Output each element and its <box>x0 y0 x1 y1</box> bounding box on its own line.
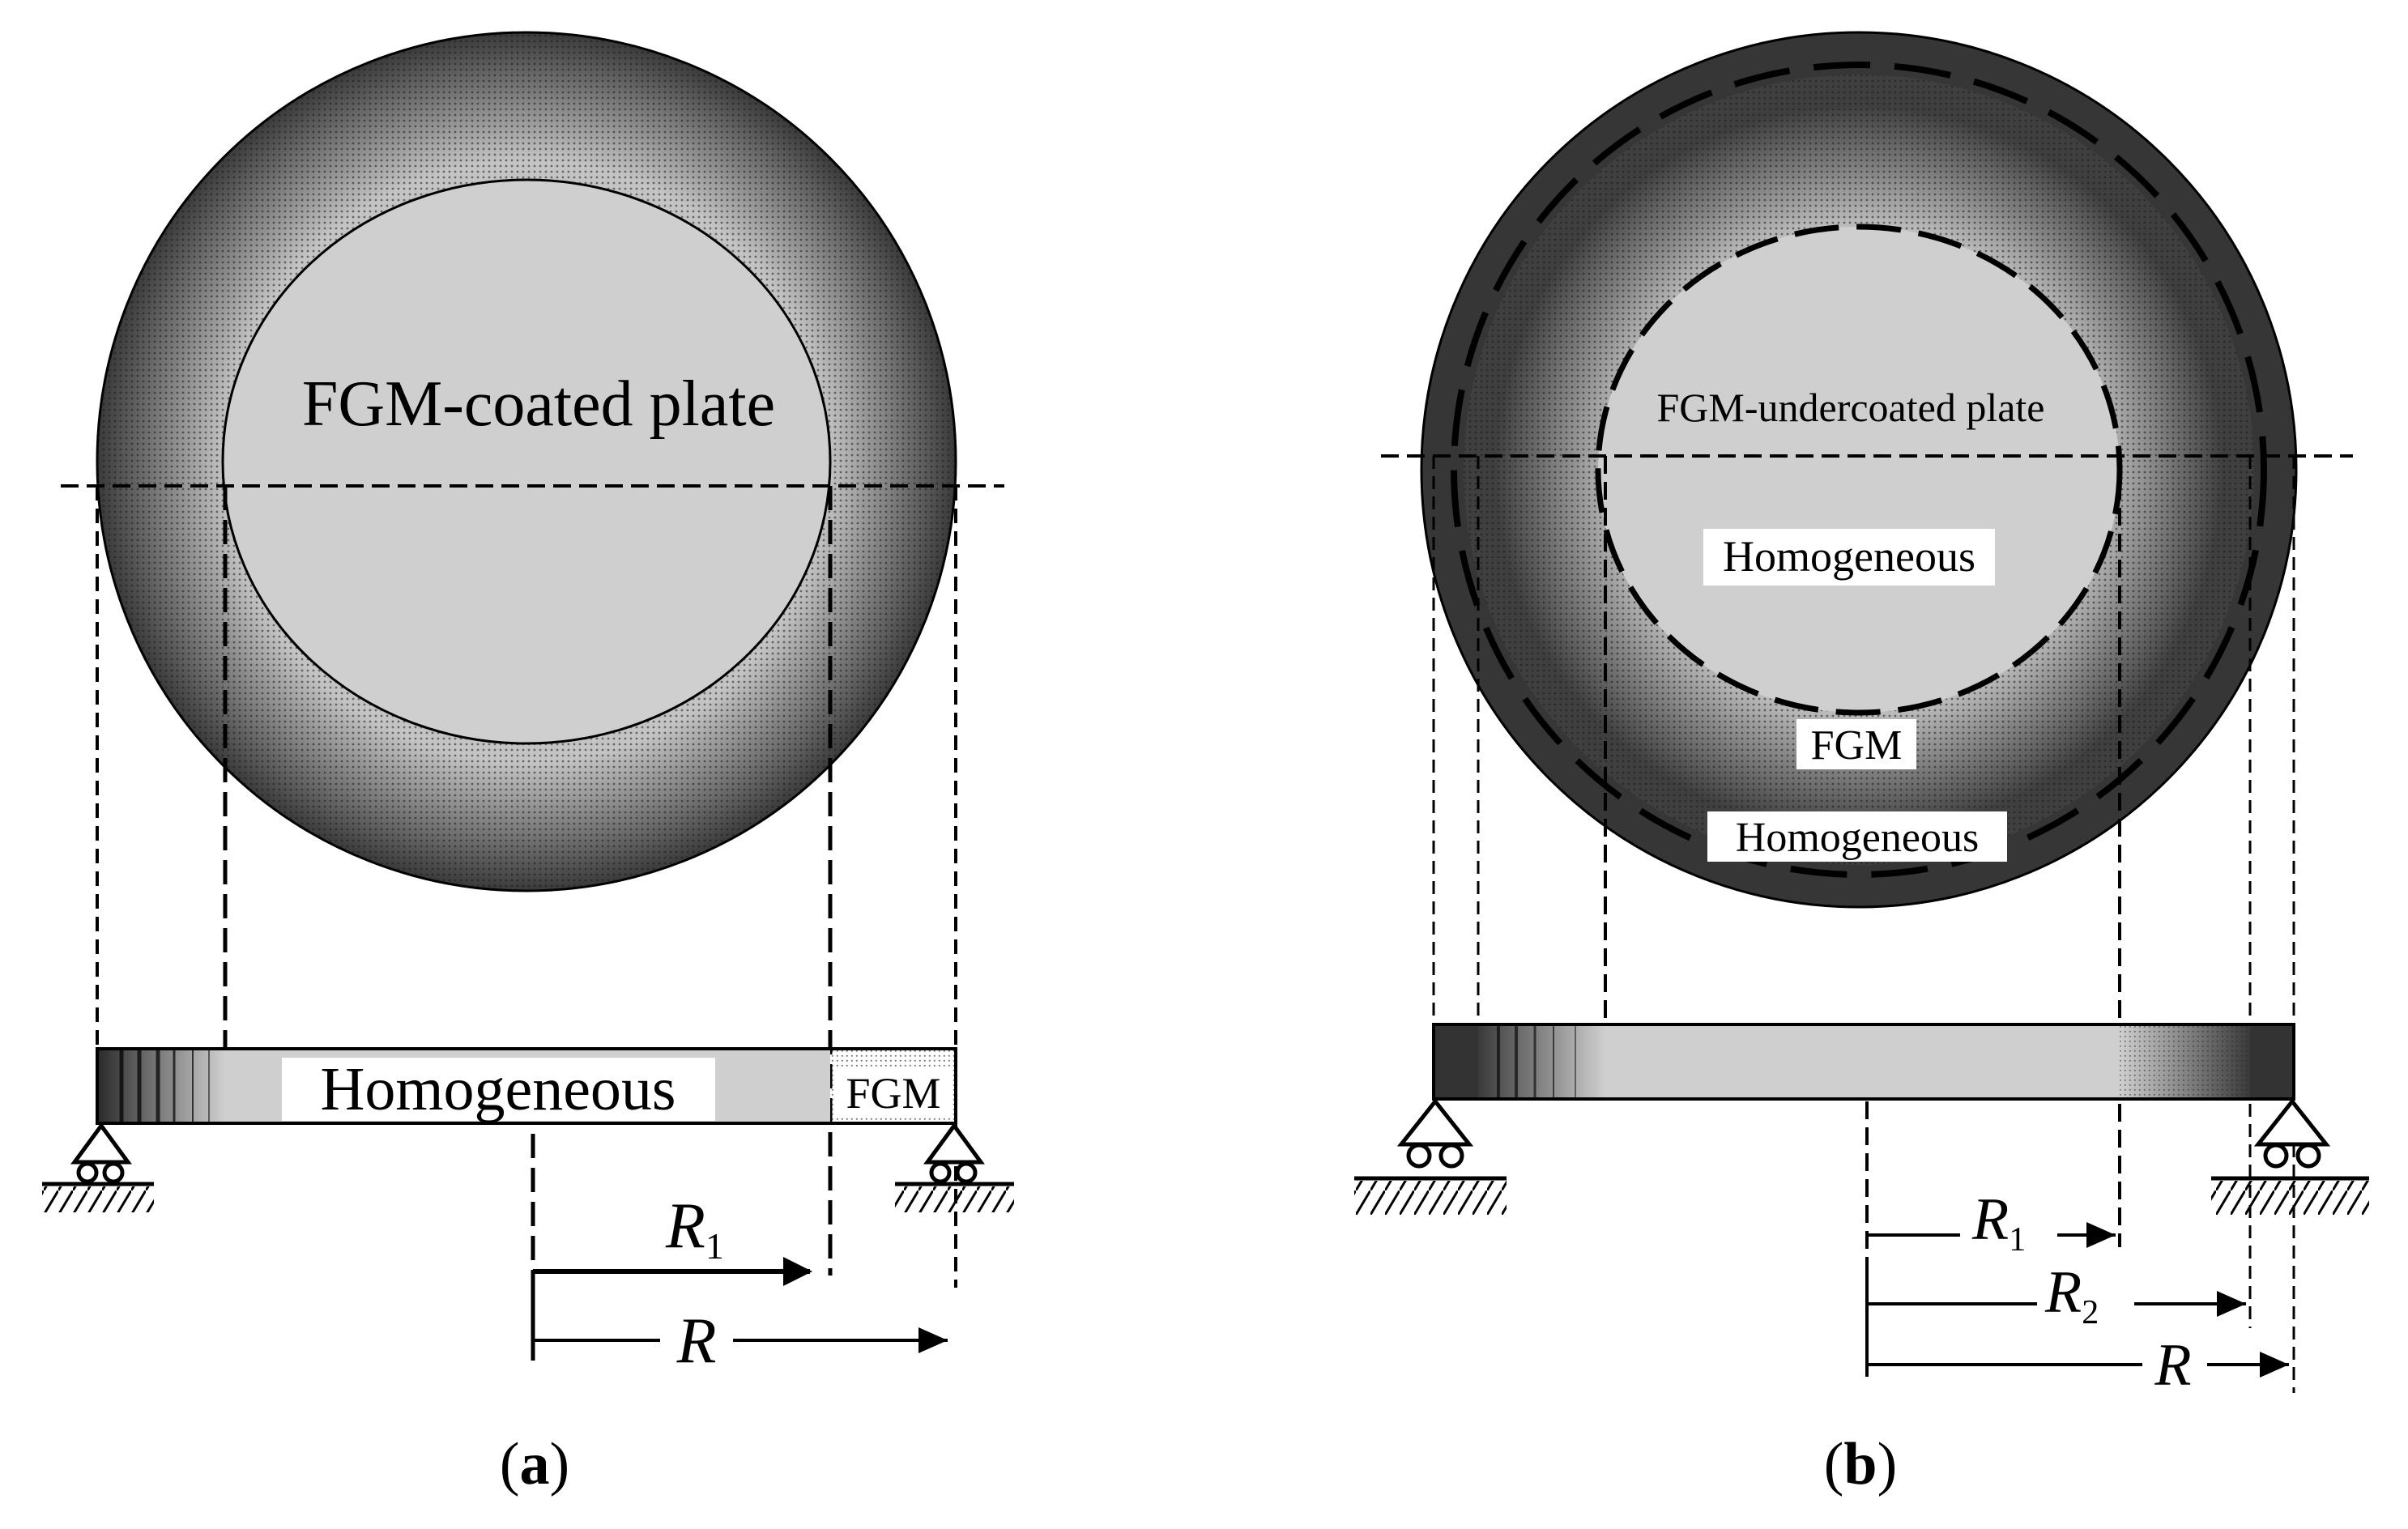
panel-b: FGM-undercoated plate Homogeneous FGM Ho… <box>1354 31 2369 1497</box>
panel-b-homogeneous-outer-label: Homogeneous <box>1736 815 1979 861</box>
panel-b-left-support <box>1354 1097 1507 1215</box>
panel-a-caption: (a) <box>500 1431 569 1497</box>
panel-a-fgm-label: FGM <box>846 1069 940 1118</box>
panel-a-homogeneous-label-bg <box>282 1058 715 1121</box>
panel-a-homogeneous-label: Homogeneous <box>320 1055 676 1123</box>
panel-b-fgm-label-bg <box>1796 719 1916 769</box>
panel-b-homogeneous-inner-label: Homogeneous <box>1723 532 1975 581</box>
panel-b-r2-label: R2 <box>2044 1259 2099 1331</box>
panel-a-r1-label: R1 <box>665 1190 724 1267</box>
panel-a-plate-label: FGM-coated plate <box>302 368 775 440</box>
panel-b-r-label: R <box>2154 1332 2191 1399</box>
panel-b-homogeneous-core <box>1598 227 2120 713</box>
panel-a-fgm-label-bg <box>836 1067 951 1118</box>
panel-b-homogeneous-inner-label-bg <box>1703 529 1995 586</box>
panel-a-left-support <box>42 1122 154 1212</box>
panel-a: FGM-coated plate Homogeneous <box>42 31 1014 1497</box>
panel-b-r1-label: R1 <box>1971 1186 2026 1259</box>
panel-a-homogeneous-core <box>221 178 832 745</box>
panel-b-right-support <box>2211 1097 2369 1215</box>
panel-b-plate-label: FGM-undercoated plate <box>1656 385 2044 430</box>
panel-b-caption: (b) <box>1824 1431 1897 1497</box>
panel-b-outer-dashed-boundary <box>1451 62 2267 878</box>
panel-a-r-label: R <box>676 1305 717 1377</box>
panel-a-right-support <box>895 1122 1014 1212</box>
panel-b-homogeneous-outer-label-bg <box>1707 811 2007 862</box>
panel-b-fgm-label: FGM <box>1811 722 1903 769</box>
panel-b-section-bar <box>1432 1023 2295 1101</box>
